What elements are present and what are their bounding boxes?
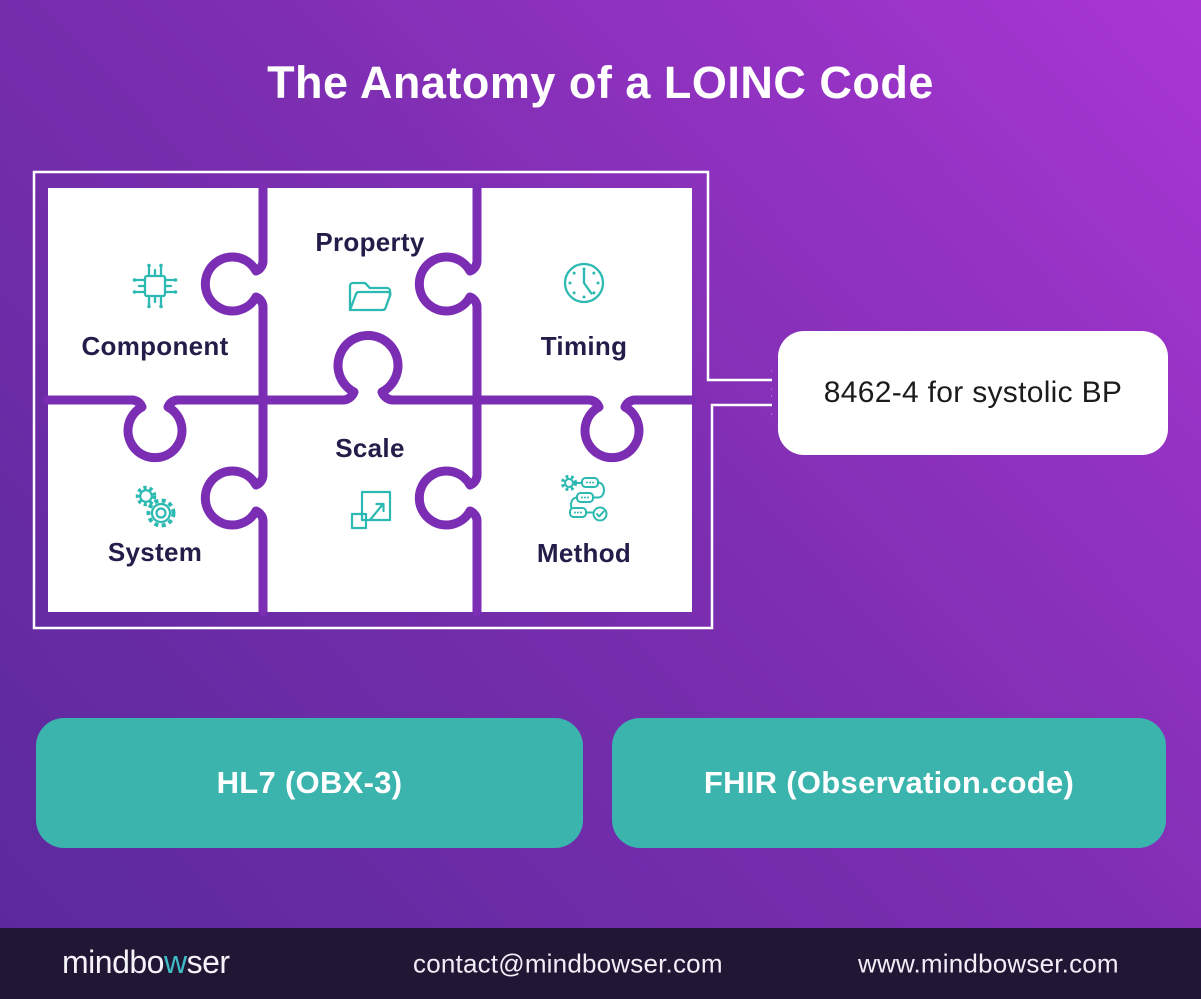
piece-label-system: System bbox=[107, 537, 203, 567]
contact-email-link[interactable]: contact@mindbowser.com bbox=[413, 948, 723, 978]
folder-icon bbox=[348, 281, 392, 312]
loinc-puzzle-diagram: Component Property Timing System bbox=[32, 168, 772, 640]
chip-icon bbox=[132, 263, 178, 309]
piece-label-scale: Scale bbox=[335, 433, 405, 463]
clock-icon bbox=[563, 262, 605, 304]
footer-bar: mindbowser contact@mindbowser.com www.mi… bbox=[0, 928, 1201, 999]
page-title: The Anatomy of a LOINC Code bbox=[267, 57, 934, 108]
piece-label-method: Method bbox=[536, 538, 632, 568]
logo-suffix: ser bbox=[186, 943, 230, 980]
piece-label-property: Property bbox=[315, 227, 425, 257]
piece-label-component: Component bbox=[81, 331, 229, 361]
website-link[interactable]: www.mindbowser.com bbox=[858, 948, 1119, 978]
logo-highlight: w bbox=[163, 943, 187, 980]
workflow-icon bbox=[560, 474, 608, 522]
puzzle-frame bbox=[32, 170, 772, 630]
mindbowser-logo: mindbowser bbox=[62, 944, 230, 981]
gears-icon bbox=[135, 485, 176, 528]
loinc-code-example-text: 8462-4 for systolic BP bbox=[823, 376, 1123, 409]
jigsaw-lines bbox=[43, 183, 697, 617]
resize-icon bbox=[350, 490, 392, 530]
logo-prefix: mindbo bbox=[62, 943, 164, 980]
fhir-observation-code-button[interactable]: FHIR (Observation.code) bbox=[612, 718, 1166, 848]
piece-label-timing: Timing bbox=[540, 331, 628, 361]
hl7-obx3-button[interactable]: HL7 (OBX-3) bbox=[36, 718, 583, 848]
puzzle-graphic bbox=[32, 170, 772, 630]
loinc-code-example-box: 8462-4 for systolic BP bbox=[778, 331, 1168, 455]
